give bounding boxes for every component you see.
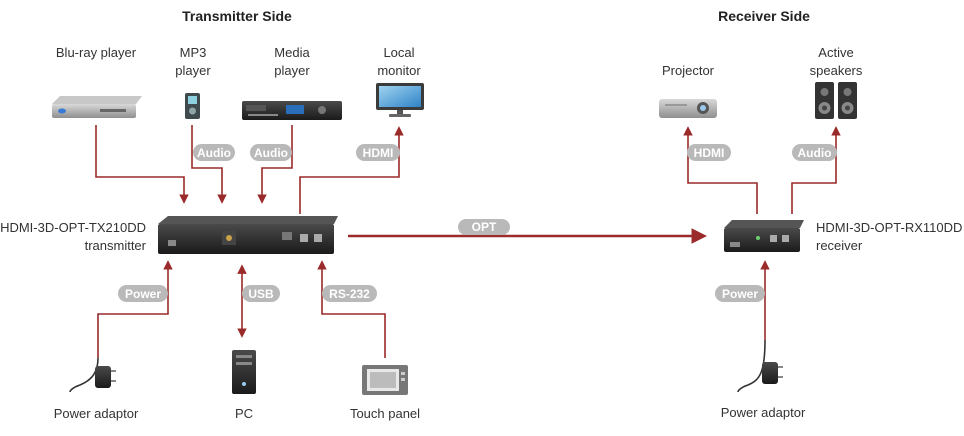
bluray-label: Blu-ray player — [56, 45, 137, 60]
rs232-pill-label: RS-232 — [329, 287, 370, 301]
hdmi-tx-pill: HDMI — [356, 144, 400, 161]
audio-rx-pill: Audio — [792, 144, 837, 161]
bluray-to-tx-wire — [95, 125, 189, 204]
opt-pill: OPT — [458, 219, 510, 235]
local-monitor-icon — [376, 83, 424, 117]
receiver-role-label: receiver — [816, 238, 863, 253]
touch-panel-label: Touch panel — [350, 406, 420, 421]
pc-icon — [232, 350, 256, 394]
transmitter-role-label: transmitter — [85, 238, 147, 253]
usb-pill-label: USB — [248, 287, 274, 301]
media-player-icon — [242, 101, 342, 120]
rx-power-adaptor-icon — [737, 339, 783, 393]
speakers-label-line1: Active — [818, 45, 853, 60]
hdmi-rx-pill-label: HDMI — [694, 146, 725, 160]
power-rx-pill: Power — [715, 285, 765, 302]
pc-label: PC — [235, 406, 253, 421]
media-to-tx-wire — [257, 125, 293, 204]
receiver-side-header: Receiver Side — [718, 8, 810, 24]
opt-pill-label: OPT — [472, 220, 497, 234]
transmitter-device-icon — [158, 216, 338, 254]
rx-to-speakers-wire — [791, 126, 841, 214]
power-tx-pill: Power — [118, 285, 168, 302]
audio-pill-1: Audio — [193, 144, 235, 161]
receiver-model-label: HDMI-3D-OPT-RX110DD — [816, 220, 962, 235]
mp3-player-icon — [185, 93, 200, 119]
bluray-player-icon — [52, 96, 142, 118]
tx-power-wire — [97, 260, 173, 358]
touch-panel-icon — [362, 365, 408, 395]
audio-pill-2-label: Audio — [254, 146, 288, 160]
audio-pill-2: Audio — [250, 144, 292, 161]
rx-to-projector-wire — [683, 126, 758, 214]
usb-pill: USB — [242, 285, 280, 302]
tx-rs232-wire — [317, 260, 386, 358]
mp3-label-line1: MP3 — [180, 45, 207, 60]
speakers-label-line2: speakers — [810, 63, 863, 78]
media-player-label-line2: player — [274, 63, 310, 78]
receiver-device-icon — [724, 220, 804, 252]
hdmi-rx-pill: HDMI — [687, 144, 731, 161]
tx-to-monitor-wire — [299, 126, 404, 214]
transmitter-side-header: Transmitter Side — [182, 8, 292, 24]
rs232-pill: RS-232 — [322, 285, 377, 302]
media-player-label-line1: Media — [274, 45, 310, 60]
tx-power-adaptor-label: Power adaptor — [54, 406, 139, 421]
mp3-label-line2: player — [175, 63, 211, 78]
hdmi-tx-pill-label: HDMI — [363, 146, 394, 160]
audio-rx-pill-label: Audio — [798, 146, 832, 160]
transmitter-model-label: HDMI-3D-OPT-TX210DD — [0, 220, 146, 235]
mp3-to-tx-wire — [191, 125, 227, 204]
connection-wires — [95, 125, 841, 358]
tx-power-adaptor-icon — [69, 357, 116, 393]
rx-power-adaptor-label: Power adaptor — [721, 405, 806, 420]
power-rx-pill-label: Power — [722, 287, 758, 301]
local-monitor-label-line2: monitor — [377, 63, 421, 78]
projector-icon — [659, 99, 717, 118]
power-tx-pill-label: Power — [125, 287, 161, 301]
active-speakers-icon — [815, 82, 857, 119]
local-monitor-label-line1: Local — [383, 45, 414, 60]
projector-label: Projector — [662, 63, 715, 78]
audio-pill-1-label: Audio — [197, 146, 231, 160]
